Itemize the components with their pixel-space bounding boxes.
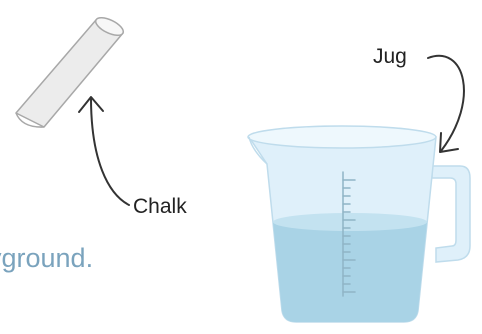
- caption-text: yground.: [0, 245, 93, 272]
- jug-label: Jug: [373, 46, 407, 67]
- jug-icon: [248, 126, 470, 322]
- chalk-icon: [16, 14, 126, 127]
- jug-handle: [432, 166, 470, 262]
- chalk-label: Chalk: [133, 196, 187, 217]
- jug-rim: [248, 126, 436, 148]
- chalk-body: [16, 20, 123, 127]
- chalk-arrow: [79, 97, 129, 205]
- jug-water: [273, 222, 427, 322]
